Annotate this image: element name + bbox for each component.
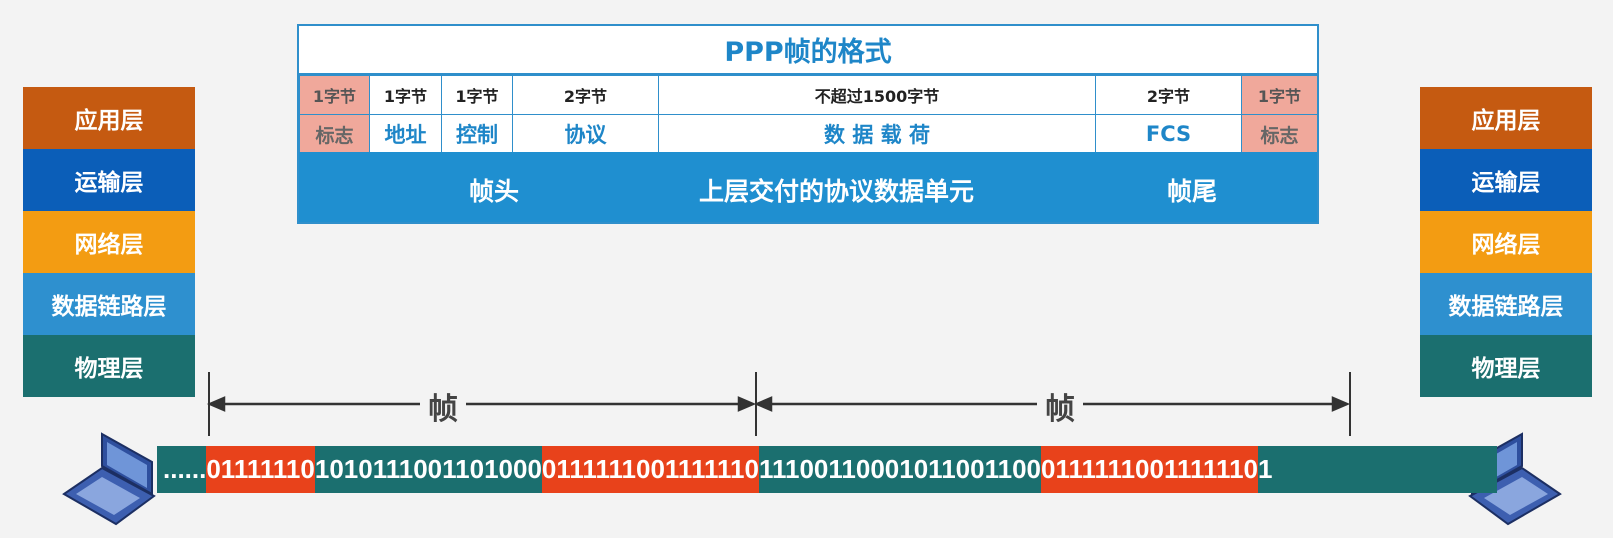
frame-header-label: 帧头 bbox=[469, 177, 520, 206]
frame-trailer-label: 帧尾 bbox=[1167, 177, 1218, 206]
layer-transport: 运输层 bbox=[1420, 149, 1592, 211]
left-protocol-stack: 应用层 运输层 网络层 数据链路层 物理层 bbox=[23, 87, 195, 397]
layer-datalink: 数据链路层 bbox=[23, 273, 195, 335]
frame-fields-table: 1字节 1字节 1字节 2字节 不超过1500字节 2字节 1字节 标志 地址 … bbox=[299, 75, 1318, 154]
field-name-flag: 标志 bbox=[299, 114, 370, 154]
field-name-address: 地址 bbox=[369, 114, 442, 154]
bitstream-prefix: ...... bbox=[163, 454, 207, 484]
flag-bits: 01111110 bbox=[1040, 446, 1150, 493]
field-name-protocol: 协议 bbox=[512, 114, 659, 154]
data-bits: 1010111001101000 bbox=[314, 454, 542, 484]
layer-physical: 物理层 bbox=[1420, 335, 1592, 397]
field-size-fcs: 2字节 bbox=[1095, 75, 1242, 115]
field-size-protocol: 2字节 bbox=[512, 75, 659, 115]
flag-bits: 01111110 bbox=[650, 446, 759, 493]
frame-format-title: PPP帧的格式 bbox=[299, 26, 1317, 75]
layer-network: 网络层 bbox=[23, 211, 195, 273]
layer-application: 应用层 bbox=[23, 87, 195, 149]
frame-payload-label: 上层交付的协议数据单元 bbox=[699, 177, 975, 206]
field-name-payload: 数 据 载 荷 bbox=[658, 114, 1096, 154]
flag-bits: 01111110 bbox=[541, 446, 651, 493]
frame-arrow-label: 帧 bbox=[428, 392, 458, 427]
layer-transport: 运输层 bbox=[23, 149, 195, 211]
field-size-flag-end: 1字节 bbox=[1241, 75, 1318, 115]
frame-span-arrows: 帧 帧 bbox=[0, 370, 1613, 440]
arrow-lines bbox=[206, 396, 1351, 412]
right-protocol-stack: 应用层 运输层 网络层 数据链路层 物理层 bbox=[1420, 87, 1592, 397]
field-name-fcs: FCS bbox=[1095, 114, 1242, 154]
flag-bits: 01111110 bbox=[206, 446, 315, 493]
layer-physical: 物理层 bbox=[23, 335, 195, 397]
field-name-control: 控制 bbox=[441, 114, 513, 154]
data-bits: 111001100010110011 bbox=[758, 454, 1013, 484]
layer-network: 网络层 bbox=[1420, 211, 1592, 273]
field-name-flag-end: 标志 bbox=[1241, 114, 1318, 154]
laptop-icon bbox=[62, 432, 156, 526]
frame-arrow-label: 帧 bbox=[1045, 392, 1075, 427]
field-size-control: 1字节 bbox=[441, 75, 513, 115]
frame-section-band: 帧头 上层交付的协议数据单元 帧尾 bbox=[299, 152, 1317, 222]
layer-application: 应用层 bbox=[1420, 87, 1592, 149]
layer-datalink: 数据链路层 bbox=[1420, 273, 1592, 335]
data-bits: 1 bbox=[1258, 454, 1273, 484]
field-size-payload: 不超过1500字节 bbox=[658, 75, 1096, 115]
field-size-address: 1字节 bbox=[369, 75, 442, 115]
data-bits: 00 bbox=[1012, 454, 1041, 484]
ppp-frame-format: PPP帧的格式 1字节 1字节 1字节 2字节 不超过1500字节 2字节 1字… bbox=[297, 24, 1319, 224]
flag-bits: 01111110 bbox=[1149, 446, 1259, 493]
bitstream-bar: ...... 01111110 1010111001101000 0111111… bbox=[157, 446, 1497, 493]
field-size-flag: 1字节 bbox=[299, 75, 370, 115]
